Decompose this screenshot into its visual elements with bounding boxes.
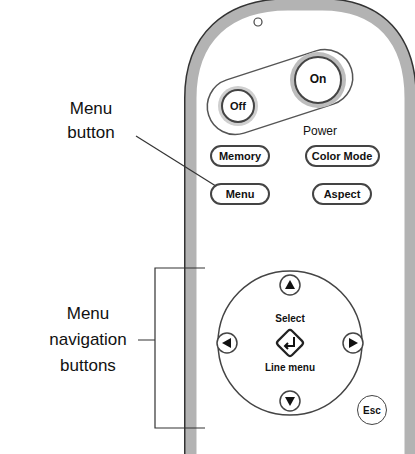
select-button: SelectLine menu (263, 312, 318, 374)
leader-line (136, 136, 219, 188)
enter-arrow (285, 337, 294, 349)
down-arrow (285, 397, 295, 406)
button-label: Memory (219, 150, 261, 162)
indicator-led (254, 18, 262, 26)
esc-button: Esc (357, 395, 387, 425)
remote-body (191, 5, 410, 454)
menu-button: Menu (210, 183, 270, 205)
button-label: Menu (226, 188, 255, 200)
button-label: On (310, 73, 327, 86)
left-button (217, 333, 237, 353)
memory-button: Memory (210, 145, 270, 167)
arrow-buttons (217, 275, 363, 411)
button-label: Esc (363, 405, 381, 416)
remote-body-outline (191, 5, 410, 454)
power-button-surround (200, 42, 360, 142)
button-label: Color Mode (312, 150, 373, 162)
enter-icon (272, 325, 308, 361)
up-arrow (285, 280, 295, 289)
power-on-button: On (294, 56, 342, 104)
button-label: Off (230, 100, 246, 112)
select-diamond (276, 329, 304, 357)
callout-label: Menu button (46, 97, 136, 145)
button-label: Select (275, 313, 304, 324)
button-label: Line menu (265, 362, 315, 373)
up-button (280, 275, 300, 295)
down-button (280, 391, 300, 411)
left-arrow (222, 338, 231, 348)
bracket (138, 268, 205, 428)
button-label: Aspect (324, 188, 361, 200)
right-button (343, 333, 363, 353)
navigation-ring (218, 271, 362, 415)
power-label: Power (290, 124, 350, 138)
aspect-button: Aspect (312, 183, 372, 205)
callout-label: Menu navigation buttons (42, 301, 134, 379)
right-arrow (349, 338, 358, 348)
power-off-button: Off (221, 89, 255, 123)
color-mode-button: Color Mode (305, 145, 380, 167)
